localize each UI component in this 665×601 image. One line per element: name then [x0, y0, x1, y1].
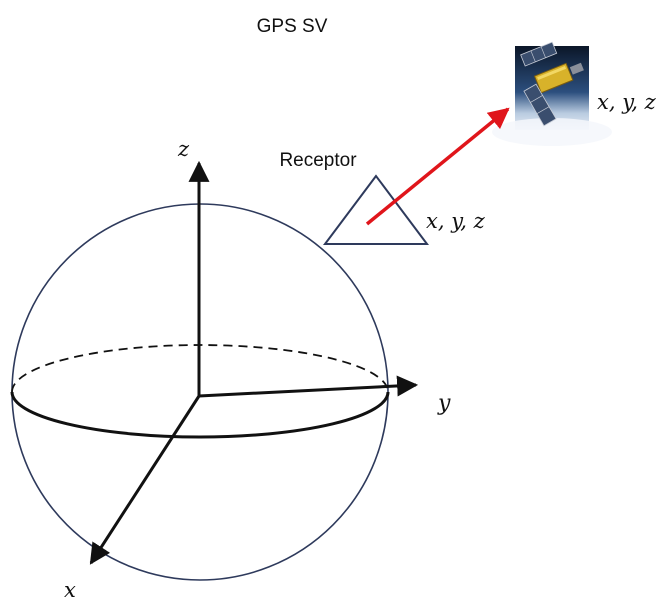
satellite-coords-label: x, y, z	[597, 90, 657, 114]
x-axis	[91, 396, 199, 563]
equator-front	[12, 392, 388, 437]
signal-arrow	[367, 109, 508, 224]
receiver-coords-label: x, y, z	[426, 209, 486, 233]
receiver-title: Receptor	[279, 150, 357, 171]
gps-satellite-icon	[492, 42, 612, 146]
axis-y-label: y	[437, 391, 451, 416]
axis-x-label: x	[64, 578, 76, 601]
axis-z-label: z	[177, 137, 190, 161]
satellite-title: GPS SV	[257, 16, 328, 37]
y-axis	[199, 385, 416, 396]
